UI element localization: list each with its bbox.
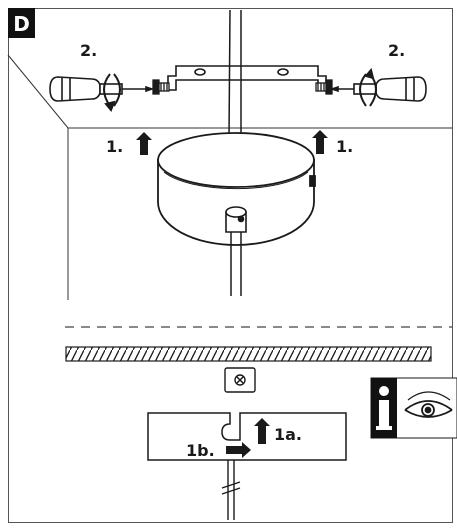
step-label-screw-left: 2. xyxy=(80,41,97,60)
hook-up-arrow-icon xyxy=(254,418,270,444)
step-label-screw-right: 2. xyxy=(388,41,405,60)
ceiling-canopy xyxy=(157,132,316,246)
bracket-screw-right xyxy=(315,79,333,95)
panel-badge xyxy=(8,8,35,38)
lift-arrow-left-icon xyxy=(136,132,152,155)
cable-gland xyxy=(225,206,247,233)
ceiling-hatched-section xyxy=(65,346,432,362)
upper-cable xyxy=(228,9,242,139)
bracket-section xyxy=(224,367,256,393)
step-label-lift-right: 1. xyxy=(336,137,353,156)
eye-icon xyxy=(404,391,453,418)
hook-cable xyxy=(221,460,241,520)
room-corner xyxy=(7,54,452,300)
step-label-hook-up: 1a. xyxy=(274,425,302,444)
hook-slide-arrow-icon xyxy=(226,442,251,458)
rotate-arrow-left-icon xyxy=(103,73,121,112)
keyhole-plate xyxy=(147,412,347,461)
info-icon xyxy=(371,378,397,438)
bracket-screw-left xyxy=(152,79,170,95)
panel-badge-letter: D xyxy=(13,12,30,36)
lower-cable xyxy=(230,232,242,296)
rotate-arrow-right-icon xyxy=(359,67,377,107)
panel-frame xyxy=(8,8,453,523)
step-label-hook-slide: 1b. xyxy=(186,441,215,460)
step-label-lift-left: 1. xyxy=(106,137,123,156)
mounting-bracket xyxy=(167,65,327,91)
screwdriver-right xyxy=(329,76,427,102)
lift-arrow-right-icon xyxy=(312,130,328,154)
screwdriver-left xyxy=(49,76,155,102)
